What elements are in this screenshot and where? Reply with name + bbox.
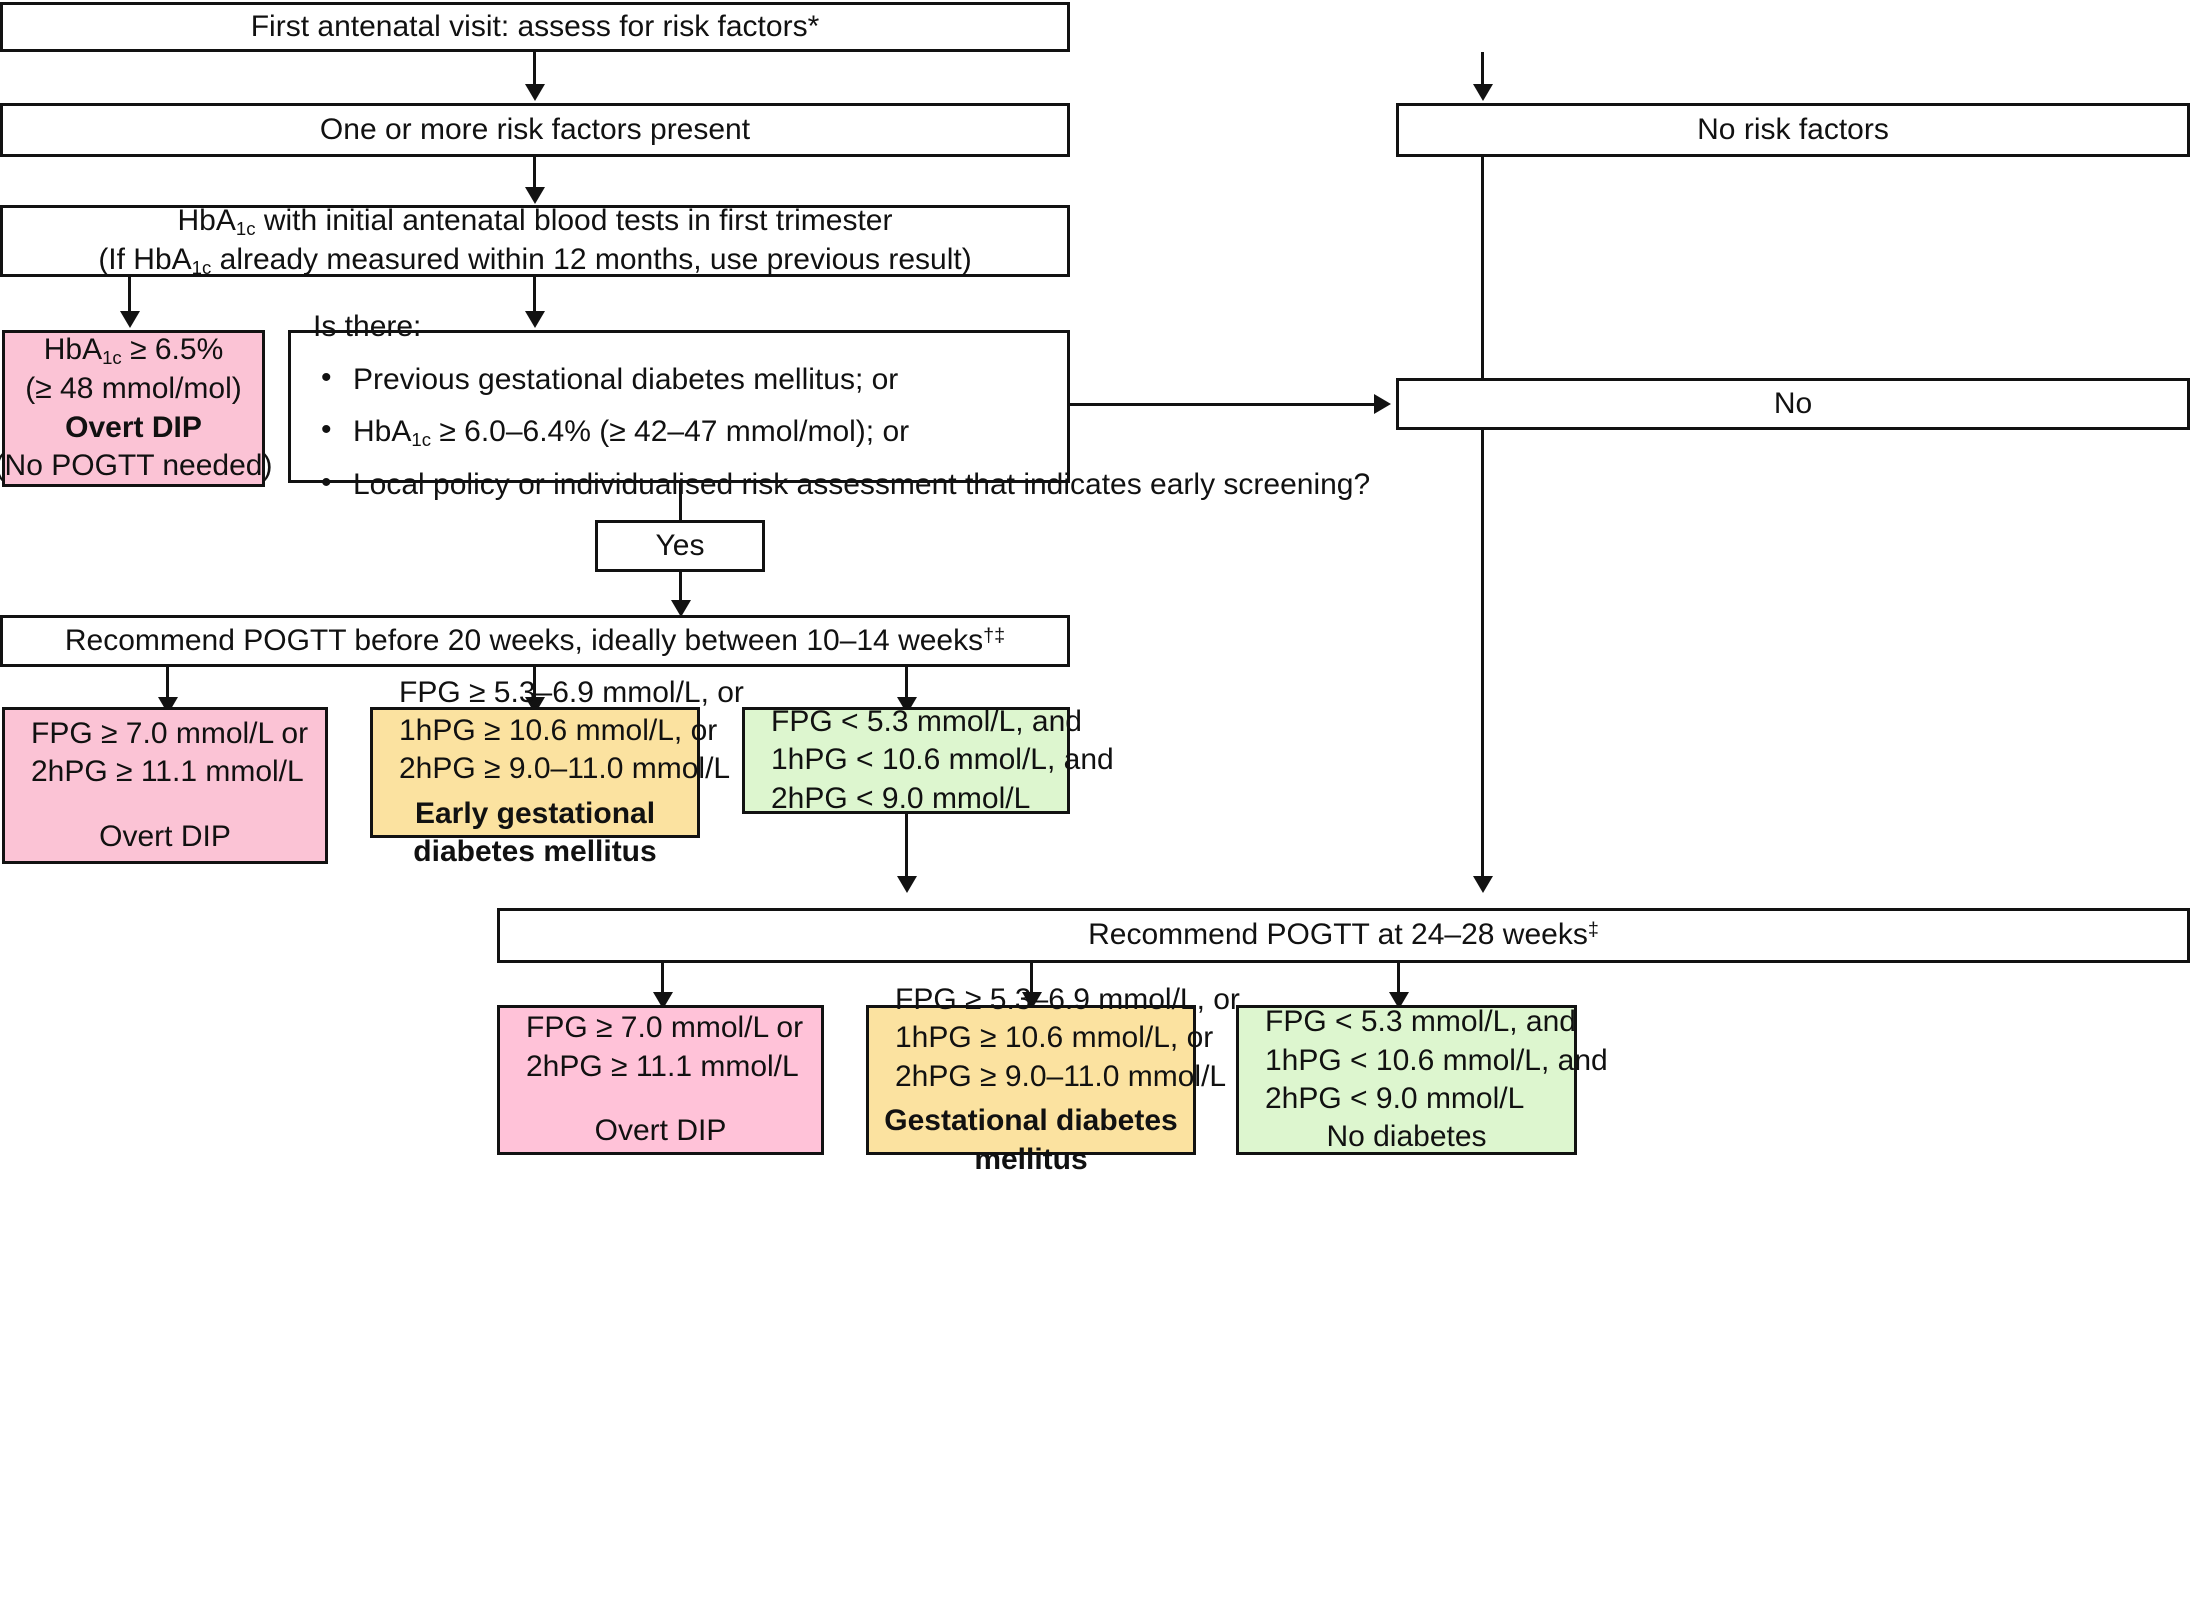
node-hba1c-overt-dip[interactable]: HbA1c ≥ 6.5% (≥ 48 mmol/mol) Overt DIP (… [0, 330, 272, 487]
node-one-or-more-risk-factors[interactable]: One or more risk factors present [0, 103, 1070, 157]
list-item: Previous gestational diabetes mellitus; … [313, 359, 1370, 399]
node-hba1c-overt-dip-line1: HbA1c ≥ 6.5% [43, 333, 224, 369]
node-hba1c-initial-test-line1: HbA1c with initial antenatal blood tests… [177, 204, 893, 240]
result-criteria-line: 1hPG < 10.6 mmol/L, and [771, 743, 1114, 777]
connector-title-to-risk-present [533, 52, 536, 86]
node-hba1c-initial-test-line2: (If HbA1c already measured within 12 mon… [98, 243, 972, 279]
connector-pogtt-late-stem-mid [1030, 963, 1033, 995]
node-one-or-more-risk-factors-label: One or more risk factors present [319, 112, 751, 146]
node-no-risk-factors[interactable]: No risk factors [1396, 103, 2190, 157]
connector-no-to-pogtt-late-lower [1481, 430, 1484, 878]
result-criteria-line: 1hPG ≥ 10.6 mmol/L, or [399, 713, 718, 747]
connector-pogtt-early-stem-right [905, 667, 908, 699]
node-hba1c-overt-dip-note: (No POGTT needed) [0, 449, 273, 483]
node-decision-yes-label: Yes [655, 528, 705, 562]
node-is-there-question-heading: Is there: [313, 310, 422, 344]
connector-risk-present-to-hba1c [533, 157, 536, 189]
arrowhead-pogtt-late-to-green [1389, 992, 1409, 1009]
result-criteria-line: FPG < 5.3 mmol/L, and [1265, 1005, 1576, 1039]
result-criteria-line: FPG < 5.3 mmol/L, and [771, 704, 1082, 738]
list-item: HbA1c ≥ 6.0–6.4% (≥ 42–47 mmol/mol); or [313, 411, 1370, 452]
node-late-result-no-diabetes[interactable]: FPG < 5.3 mmol/L, and 1hPG < 10.6 mmol/L… [1236, 1005, 1608, 1155]
connector-pogtt-early-stem-left [166, 667, 169, 699]
result-criteria-line: FPG ≥ 7.0 mmol/L or [31, 716, 309, 750]
result-verdict: diabetes mellitus [413, 835, 657, 869]
result-criteria-line: 2hPG ≥ 11.1 mmol/L [31, 755, 304, 789]
node-decision-no-label: No [1773, 386, 1813, 420]
node-late-result-gdm[interactable]: FPG ≥ 5.3–6.9 mmol/L, or 1hPG ≥ 10.6 mmo… [866, 983, 1240, 1176]
result-criteria-line: 2hPG ≥ 9.0–11.0 mmol/L [399, 752, 731, 786]
result-criteria-line: 2hPG ≥ 11.1 mmol/L [526, 1049, 799, 1083]
result-criteria-line: 2hPG < 9.0 mmol/L [771, 781, 1031, 815]
node-hba1c-initial-test[interactable]: HbA1c with initial antenatal blood tests… [0, 204, 1070, 279]
node-is-there-question[interactable]: Is there: Previous gestational diabetes … [288, 310, 1370, 503]
result-criteria-line: FPG ≥ 5.3–6.9 mmol/L, or [895, 983, 1240, 1017]
node-no-risk-factors-label: No risk factors [1697, 112, 1889, 146]
node-early-result-early-gdm[interactable]: FPG ≥ 5.3–6.9 mmol/L, or 1hPG ≥ 10.6 mmo… [370, 676, 744, 868]
connector-hba1c-to-overt-dip [128, 277, 131, 313]
result-criteria-line: FPG ≥ 5.3–6.9 mmol/L, or [399, 675, 744, 709]
arrowhead-pogtt-late-to-pink [653, 992, 673, 1009]
arrowhead-is-there-to-no [1374, 394, 1391, 414]
node-early-result-no-diabetes[interactable]: FPG < 5.3 mmol/L, and 1hPG < 10.6 mmol/L… [742, 705, 1114, 815]
node-first-antenatal-visit[interactable]: First antenatal visit: assess for risk f… [0, 2, 1070, 52]
node-pogtt-before-20-weeks[interactable]: Recommend POGTT before 20 weeks, ideally… [0, 615, 1070, 667]
node-hba1c-overt-dip-line2: (≥ 48 mmol/mol) [25, 372, 242, 406]
connector-pogtt-early-stem-mid [533, 667, 536, 699]
node-first-antenatal-visit-label: First antenatal visit: assess for risk f… [250, 9, 820, 43]
result-criteria-line: 1hPG ≥ 10.6 mmol/L, or [895, 1021, 1214, 1055]
result-verdict: Overt DIP [99, 819, 231, 853]
node-early-result-overt-dip[interactable]: FPG ≥ 7.0 mmol/L or 2hPG ≥ 11.1 mmol/L O… [2, 707, 328, 864]
arrowhead-yes-to-pogtt-early [671, 600, 691, 617]
is-there-bullet-list: Previous gestational diabetes mellitus; … [313, 347, 1370, 505]
arrowhead-early-green-to-pogtt-late [897, 876, 917, 893]
arrowhead-hba1c-to-overt-dip [120, 311, 140, 328]
node-late-result-overt-dip[interactable]: FPG ≥ 7.0 mmol/L or 2hPG ≥ 11.1 mmol/L O… [497, 1005, 824, 1155]
node-pogtt-24-28-weeks[interactable]: Recommend POGTT at 24–28 weeks‡ [497, 908, 2190, 963]
result-criteria-line: 2hPG < 9.0 mmol/L [1265, 1082, 1525, 1115]
result-verdict: No diabetes [1326, 1120, 1487, 1154]
arrowhead-pogtt-late-to-yellow [1022, 992, 1042, 1009]
arrowhead-title-to-risk-present [525, 84, 545, 101]
connector-yes-to-pogtt-early [679, 572, 682, 602]
node-pogtt-before-20-weeks-label: Recommend POGTT before 20 weeks, ideally… [64, 623, 1006, 657]
connector-title-to-no-risk [1481, 52, 1484, 86]
result-verdict: mellitus [974, 1142, 1088, 1176]
connector-early-green-to-pogtt-late [905, 814, 908, 878]
result-verdict: Overt DIP [594, 1114, 727, 1148]
result-criteria-line: 2hPG ≥ 9.0–11.0 mmol/L [895, 1059, 1227, 1093]
node-hba1c-overt-dip-verdict: Overt DIP [65, 410, 202, 444]
result-verdict: Early gestational [414, 796, 656, 830]
arrowhead-risk-present-to-hba1c [525, 187, 545, 204]
result-criteria-line: 1hPG < 10.6 mmol/L, and [1265, 1043, 1608, 1077]
connector-no-risk-to-pogtt-late [1481, 157, 1484, 378]
node-decision-yes[interactable]: Yes [595, 520, 765, 572]
connector-is-there-to-yes [679, 483, 682, 520]
result-criteria-line: FPG ≥ 7.0 mmol/L or [526, 1011, 804, 1045]
node-pogtt-24-28-weeks-label: Recommend POGTT at 24–28 weeks‡ [1088, 918, 1599, 952]
connector-pogtt-late-stem-right [1397, 963, 1400, 995]
arrowhead-hba1c-to-is-there [525, 311, 545, 328]
connector-hba1c-to-is-there [533, 277, 536, 313]
connector-is-there-to-no [1070, 403, 1374, 406]
arrowhead-no-to-pogtt-late [1473, 876, 1493, 893]
arrowhead-title-to-no-risk [1473, 84, 1493, 101]
result-verdict: Gestational diabetes [884, 1104, 1178, 1138]
list-item: Local policy or individualised risk asse… [313, 464, 1370, 504]
node-decision-no[interactable]: No [1396, 378, 2190, 430]
connector-pogtt-late-stem-left [661, 963, 664, 995]
